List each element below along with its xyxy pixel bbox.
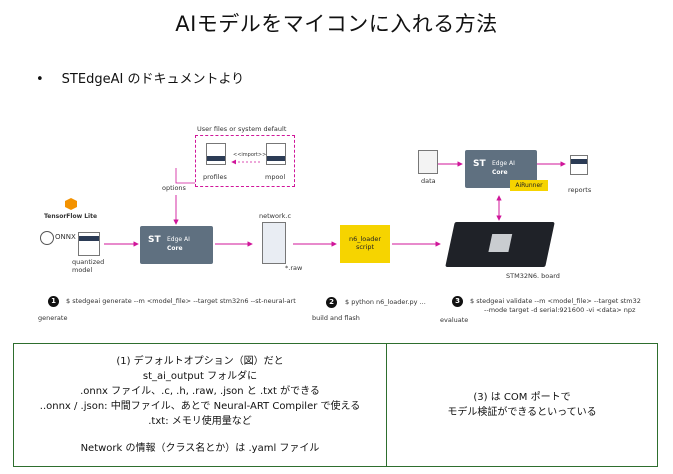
data-label: data: [421, 177, 436, 185]
core-label-2: Core: [492, 169, 508, 176]
tensorflow-label: TensorFlow Lite: [44, 213, 98, 220]
profiles-label: profiles: [203, 173, 227, 181]
note-line: モデル検証ができるといっている: [447, 407, 597, 418]
note-line: .onnx ファイル、.c, .h, .raw, .json と .txt がで…: [80, 386, 320, 397]
quantized-label: quantized: [72, 258, 105, 266]
bullet-item: • STEdgeAI のドキュメントより: [36, 68, 244, 87]
onnx-logo-icon: [40, 231, 54, 245]
step1-command: $ stedgeai generate --m <model_file> --t…: [66, 297, 296, 305]
step3-command-line1: $ stedgeai validate --m <model_file> --t…: [470, 297, 641, 305]
st-logo-2: ST: [473, 159, 486, 169]
n6-loader-line2: script: [355, 243, 375, 251]
edge-ai-label: Edge AI: [167, 236, 190, 243]
step3-caption: evaluate: [440, 316, 469, 324]
note-line: st_ai_output フォルダに: [142, 371, 258, 382]
options-connector: [175, 168, 195, 184]
note-line: ..onnx / .json: 中間ファイル、あとで Neural-ART Co…: [39, 401, 361, 412]
data-file-icon: [418, 150, 438, 174]
step2-number: 2: [326, 297, 337, 308]
st-edge-ai-core-box: ST Edge AI Core: [140, 226, 213, 264]
board-chip: [488, 234, 513, 252]
model-file-icon: [78, 232, 100, 256]
bullet-dot-icon: •: [36, 72, 44, 87]
notes-row: (1) デフォルトオプション（図）だと st_ai_output フォルダに .…: [13, 343, 658, 467]
model-label: model: [72, 266, 93, 274]
st-logo: ST: [148, 235, 161, 245]
user-files-box: [195, 135, 295, 187]
n6-loader-line1: n6_loader: [348, 235, 382, 243]
edge-ai-label-2: Edge AI: [492, 160, 515, 167]
tensorflow-logo-icon: [65, 198, 77, 210]
note-line: [15, 429, 385, 441]
user-files-label: User files or system default: [197, 125, 287, 133]
network-c-label: network.c: [259, 212, 292, 220]
notes-right-cell: (3) は COM ポートで モデル検証ができるといっている: [386, 343, 658, 467]
bullet-text: STEdgeAI のドキュメントより: [61, 72, 245, 87]
mpool-label: mpool: [265, 173, 286, 181]
diagram-arrows: [104, 159, 566, 247]
import-label: <<import>>: [233, 152, 267, 158]
note-line: (1) デフォルトオプション（図）だと: [116, 356, 284, 367]
notes-table: (1) デフォルトオプション（図）だと st_ai_output フォルダに .…: [13, 343, 658, 467]
note-line: Network の情報（クラス名とか）は .yaml ファイル: [80, 443, 320, 454]
reports-file-icon: [570, 155, 588, 175]
step2-command: $ python n6_loader.py ...: [345, 298, 426, 306]
step3-number: 3: [452, 296, 463, 307]
airunner-box: AiRunner: [510, 180, 548, 191]
board-label: STM32N6. board: [506, 272, 560, 280]
reports-label: reports: [568, 186, 592, 194]
step3-command-line2: --mode target -d serial:921600 -vi <data…: [484, 306, 636, 314]
profiles-file-icon: [206, 143, 226, 165]
note-line: (3) は COM ポートで: [473, 392, 571, 403]
network-files-icon: [262, 222, 286, 264]
page-title: AIモデルをマイコンに入れる方法: [175, 12, 498, 36]
core-label: Core: [167, 245, 183, 252]
onnx-label: ONNX: [55, 233, 76, 241]
mpool-file-icon: [266, 143, 286, 165]
step2-caption: build and flash: [312, 314, 360, 322]
n6-loader-script-box: n6_loader script: [340, 225, 390, 263]
chip-board-icon: [445, 222, 555, 267]
raw-label: *.raw: [285, 264, 303, 272]
notes-left-cell: (1) デフォルトオプション（図）だと st_ai_output フォルダに .…: [13, 343, 387, 467]
step1-caption: generate: [38, 314, 68, 322]
options-label: options: [162, 184, 186, 192]
step1-number: 1: [48, 296, 59, 307]
note-line: .txt: メモリ使用量など: [148, 416, 252, 427]
